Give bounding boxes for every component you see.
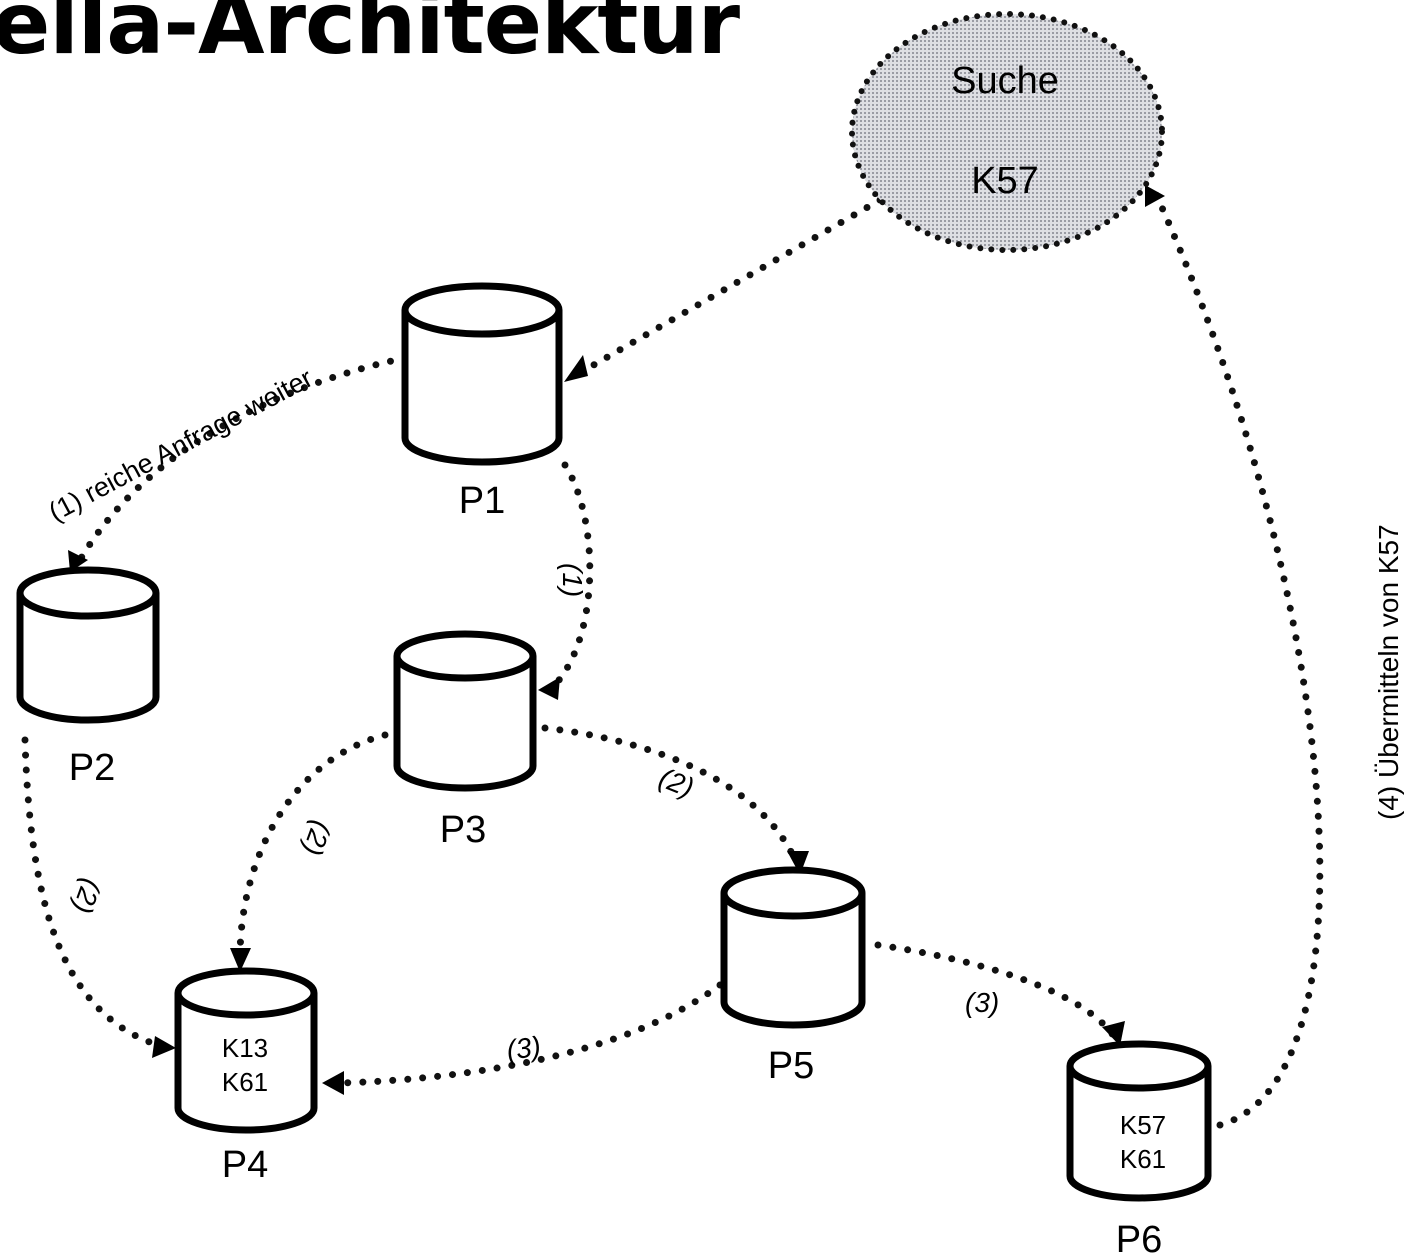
peer-label-p6: P6	[1116, 1219, 1162, 1258]
peer-p3	[393, 630, 537, 792]
arrowhead-p1	[564, 355, 588, 382]
edge-label-p5-p4: (3)	[505, 1030, 543, 1065]
peer-p4-content-2: K61	[222, 1067, 268, 1097]
edge-label-p3-p4: (2)	[297, 817, 338, 860]
arrowhead-p6	[1102, 1021, 1125, 1046]
peer-label-p4: P4	[222, 1144, 268, 1186]
edge-label-p1-p3: (1)	[557, 563, 588, 597]
peer-p4-content-1: K13	[222, 1033, 268, 1063]
arrowhead-p5	[787, 851, 809, 875]
edge-p1-p2	[76, 354, 409, 564]
arrowhead-p2	[68, 550, 88, 572]
search-node: Suche K57	[849, 11, 1165, 253]
peer-label-p1: P1	[459, 480, 505, 522]
peer-p4	[174, 967, 318, 1134]
edge-label-p2-p4: (2)	[67, 875, 108, 918]
edge-p5-p6	[874, 941, 1117, 1039]
peer-p6	[1066, 1040, 1212, 1202]
peer-p6-content-2: K61	[1120, 1144, 1166, 1174]
peer-label-p3: P3	[440, 809, 486, 851]
arrowhead-p4-from-p3	[230, 948, 251, 972]
peer-p1	[401, 282, 563, 466]
page-title: ella-Architektur	[0, 0, 740, 74]
edge-p6-search	[1151, 188, 1324, 1129]
search-key: K57	[971, 160, 1039, 202]
arrowhead-search	[1145, 185, 1165, 207]
edge-p2-p4	[21, 736, 172, 1052]
arrowhead-p4-from-p2	[152, 1036, 176, 1058]
edge-search-p1	[574, 196, 884, 378]
peer-p5	[720, 866, 866, 1029]
peer-label-p5: P5	[768, 1045, 814, 1087]
peer-label-p2: P2	[69, 747, 115, 789]
edge-label-p1-p2: (1) reiche Anfrage weiter	[44, 363, 318, 528]
edge-p1-p3	[548, 461, 594, 692]
arrowhead-p3	[538, 677, 560, 700]
search-label: Suche	[951, 60, 1059, 102]
peer-p6-content-1: K57	[1120, 1110, 1166, 1140]
arrowhead-p4-from-p5	[322, 1071, 344, 1095]
edge-label-p6-search: (4) Übermitteln von K57	[1373, 524, 1404, 820]
edge-label-p5-p6: (3)	[965, 987, 999, 1018]
peer-p2	[16, 566, 160, 724]
